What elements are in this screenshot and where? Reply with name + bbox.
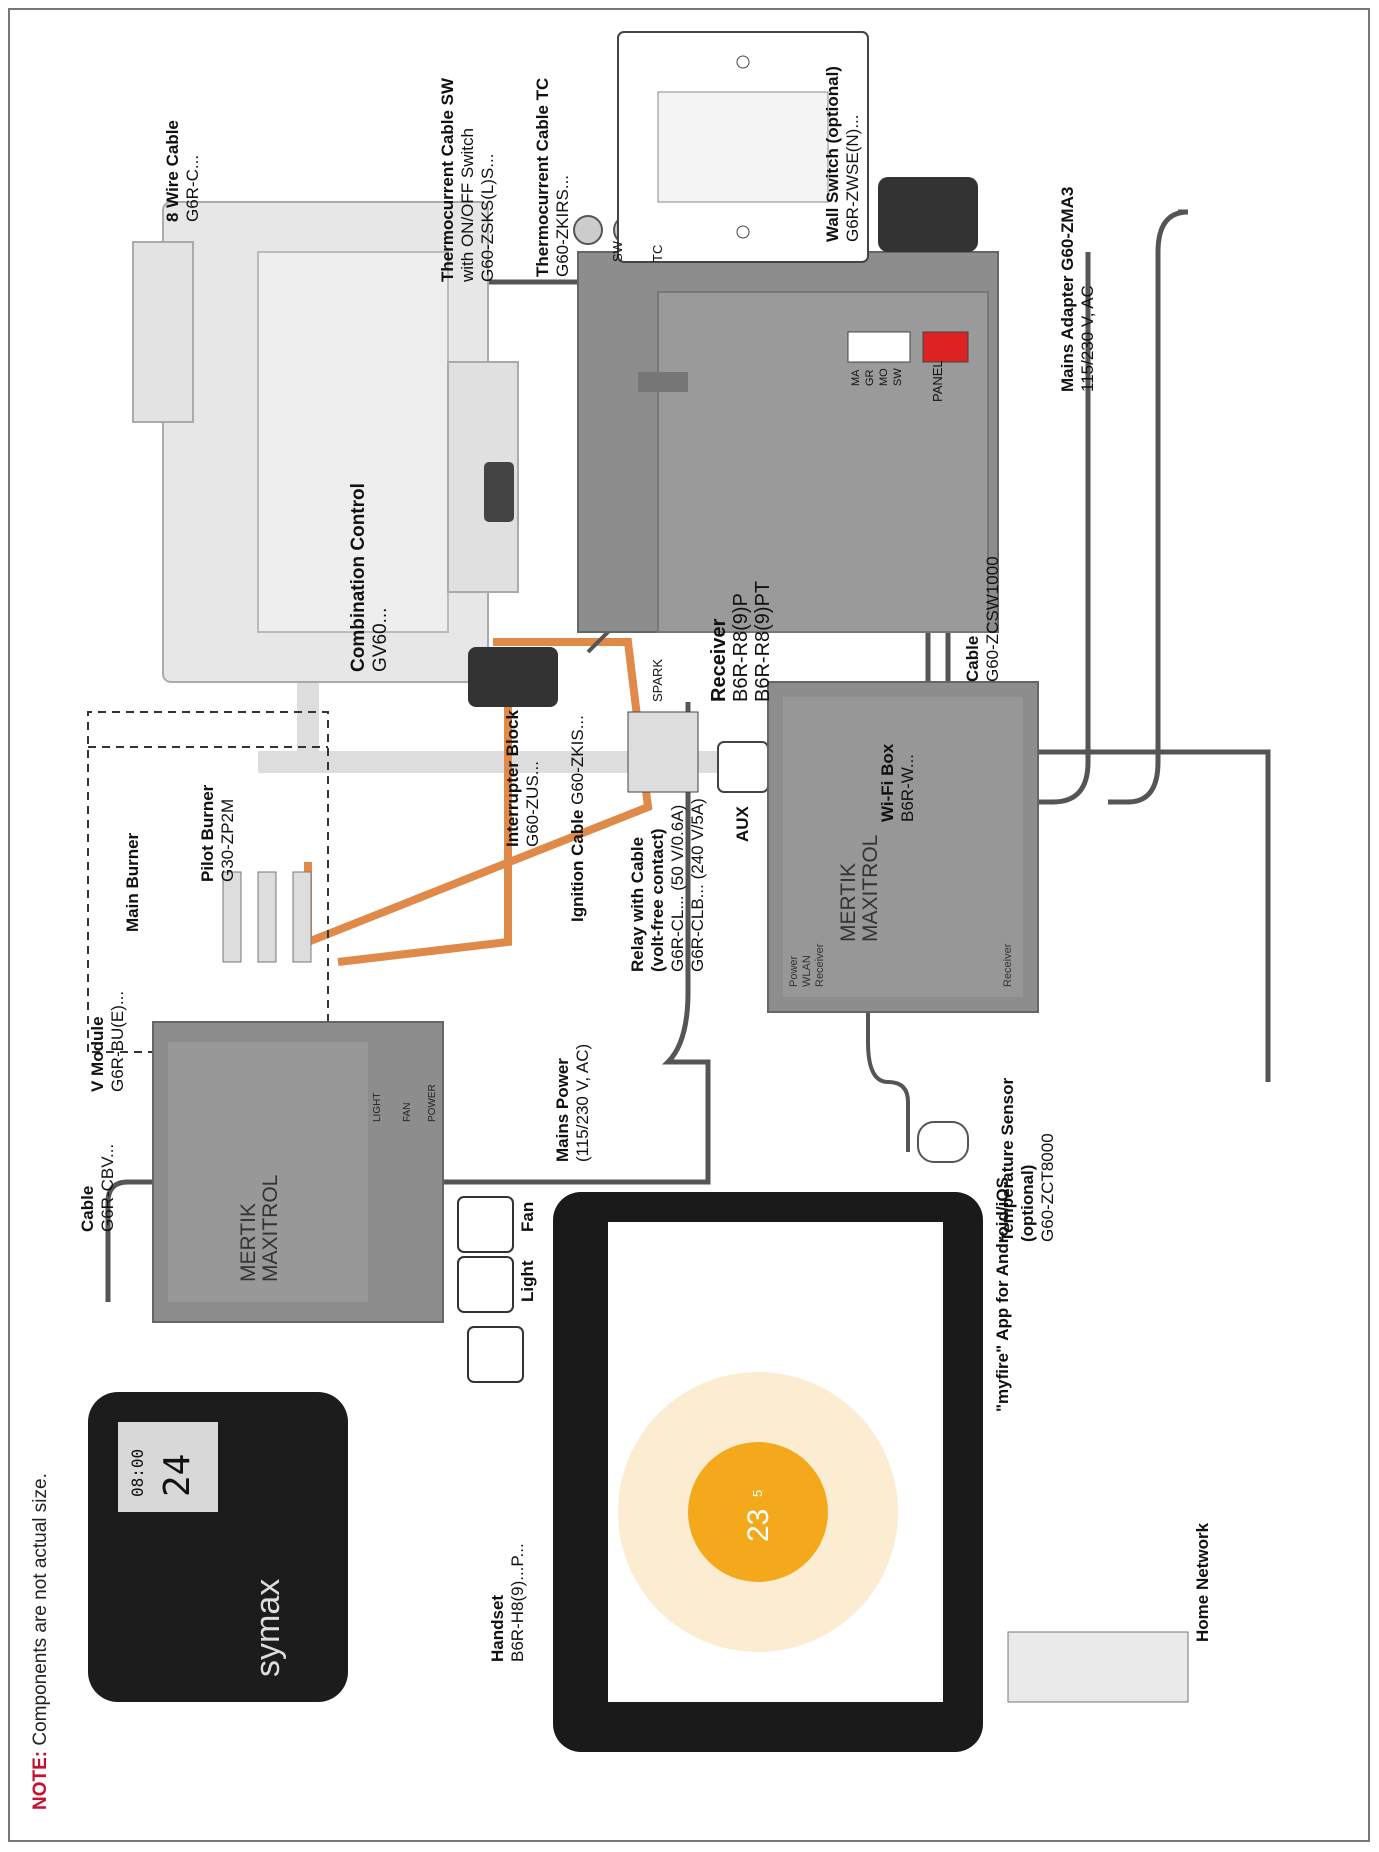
temperature-sensor — [918, 1122, 968, 1162]
footnote: NOTE: Components are not actual size. — [30, 1473, 52, 1810]
fan-icon — [458, 1197, 513, 1252]
label-cable-cbv: Cable G6R-CBV... — [78, 1144, 118, 1232]
label-ignition-cable: Ignition Cable G60-ZKIS... — [568, 715, 588, 922]
label-mains-adapter: Mains Adapter G60-ZMA3 115/230 V, AC — [1058, 187, 1098, 392]
label-8-wire-cable: 8 Wire Cable G6R-C... — [163, 120, 203, 222]
receiver-terminal-sw: SW — [608, 241, 628, 262]
vmodule-group-light: LIGHT — [368, 1093, 388, 1122]
receiver-connector-red — [923, 332, 968, 362]
interrupter-block — [468, 647, 558, 707]
wifi-port: Receiver — [998, 944, 1018, 987]
label-light: Light — [518, 1260, 538, 1302]
label-cable-zcsw: Cable G60-ZCSW1000 — [963, 556, 1003, 682]
receiver-pin-sw: SW — [888, 368, 908, 386]
relay — [628, 712, 698, 792]
label-receiver: Receiver B6R-R8(9)P B6R-R8(9)PT — [708, 581, 774, 702]
aux-socket — [718, 742, 768, 792]
receiver-panel: PANEL — [928, 360, 948, 402]
mains-adapter — [878, 177, 978, 252]
handset-brand: symax — [258, 1579, 278, 1677]
label-fan: Fan — [518, 1202, 538, 1232]
label-relay: Relay with Cable (volt-free contact) G6R… — [628, 798, 708, 972]
app-temperature-decimal: 5 — [748, 1490, 768, 1497]
label-wifi-box: Wi-Fi Box B6R-W... — [878, 744, 918, 822]
label-main-burner: Main Burner — [123, 833, 143, 932]
label-thermocurrent-tc: Thermocurrent Cable TC G60-ZKIRS... — [533, 78, 573, 277]
label-pilot-burner: Pilot Burner G30-ZP2M — [198, 785, 238, 882]
rotated-diagram: 8 Wire Cable G6R-C... Thermocurrent Cabl… — [8, 8, 1370, 1842]
vmodule-brand: MERTIK MAXITROL — [238, 1175, 282, 1282]
label-v-module: V Module G6R-BU(E)... — [88, 991, 128, 1092]
handset-temperature: 24 — [158, 1454, 198, 1497]
onoff-switch — [484, 462, 514, 522]
label-wall-switch: Wall Switch (optional) G6R-ZWSE(N)... — [823, 66, 863, 242]
vmodule-group-fan: FAN — [398, 1103, 418, 1122]
vmodule-group-power: POWER — [423, 1084, 443, 1122]
wifi-status: Power WLAN Receiver — [788, 944, 827, 987]
light-icon — [458, 1257, 513, 1312]
label-mains-power: Mains Power (115/230 V, AC) — [553, 1044, 593, 1162]
wifi-brand: MERTIK MAXITROL — [838, 835, 882, 942]
mains-power-icon — [468, 1327, 523, 1382]
cable-mains-adapter — [1108, 212, 1188, 802]
pilot-burner — [223, 872, 241, 962]
handset-time: 08:00 — [128, 1449, 148, 1497]
label-thermocurrent-sw: Thermocurrent Cable SW with ON/OFF Switc… — [438, 78, 498, 282]
label-aux: AUX — [733, 806, 753, 842]
label-home-network: Home Network — [1193, 1523, 1213, 1642]
receiver-spark: SPARK — [648, 659, 668, 702]
label-combination-control: Combination Control GV60... — [348, 483, 392, 672]
receiver-terminal-tc: TC — [648, 245, 668, 262]
label-interrupter-block: Interrupter Block G60-ZUS... — [503, 710, 543, 847]
router — [1008, 1632, 1188, 1702]
label-handset: Handset B6R-H8(9)...P... — [488, 1543, 528, 1662]
diagram: 8 Wire Cable G6R-C... Thermocurrent Cabl… — [8, 8, 1370, 1842]
app-temperature: 23 — [743, 1509, 775, 1542]
label-app: "myfire" App for Android/iOS — [993, 1177, 1013, 1412]
receiver-connector-white — [848, 332, 910, 362]
